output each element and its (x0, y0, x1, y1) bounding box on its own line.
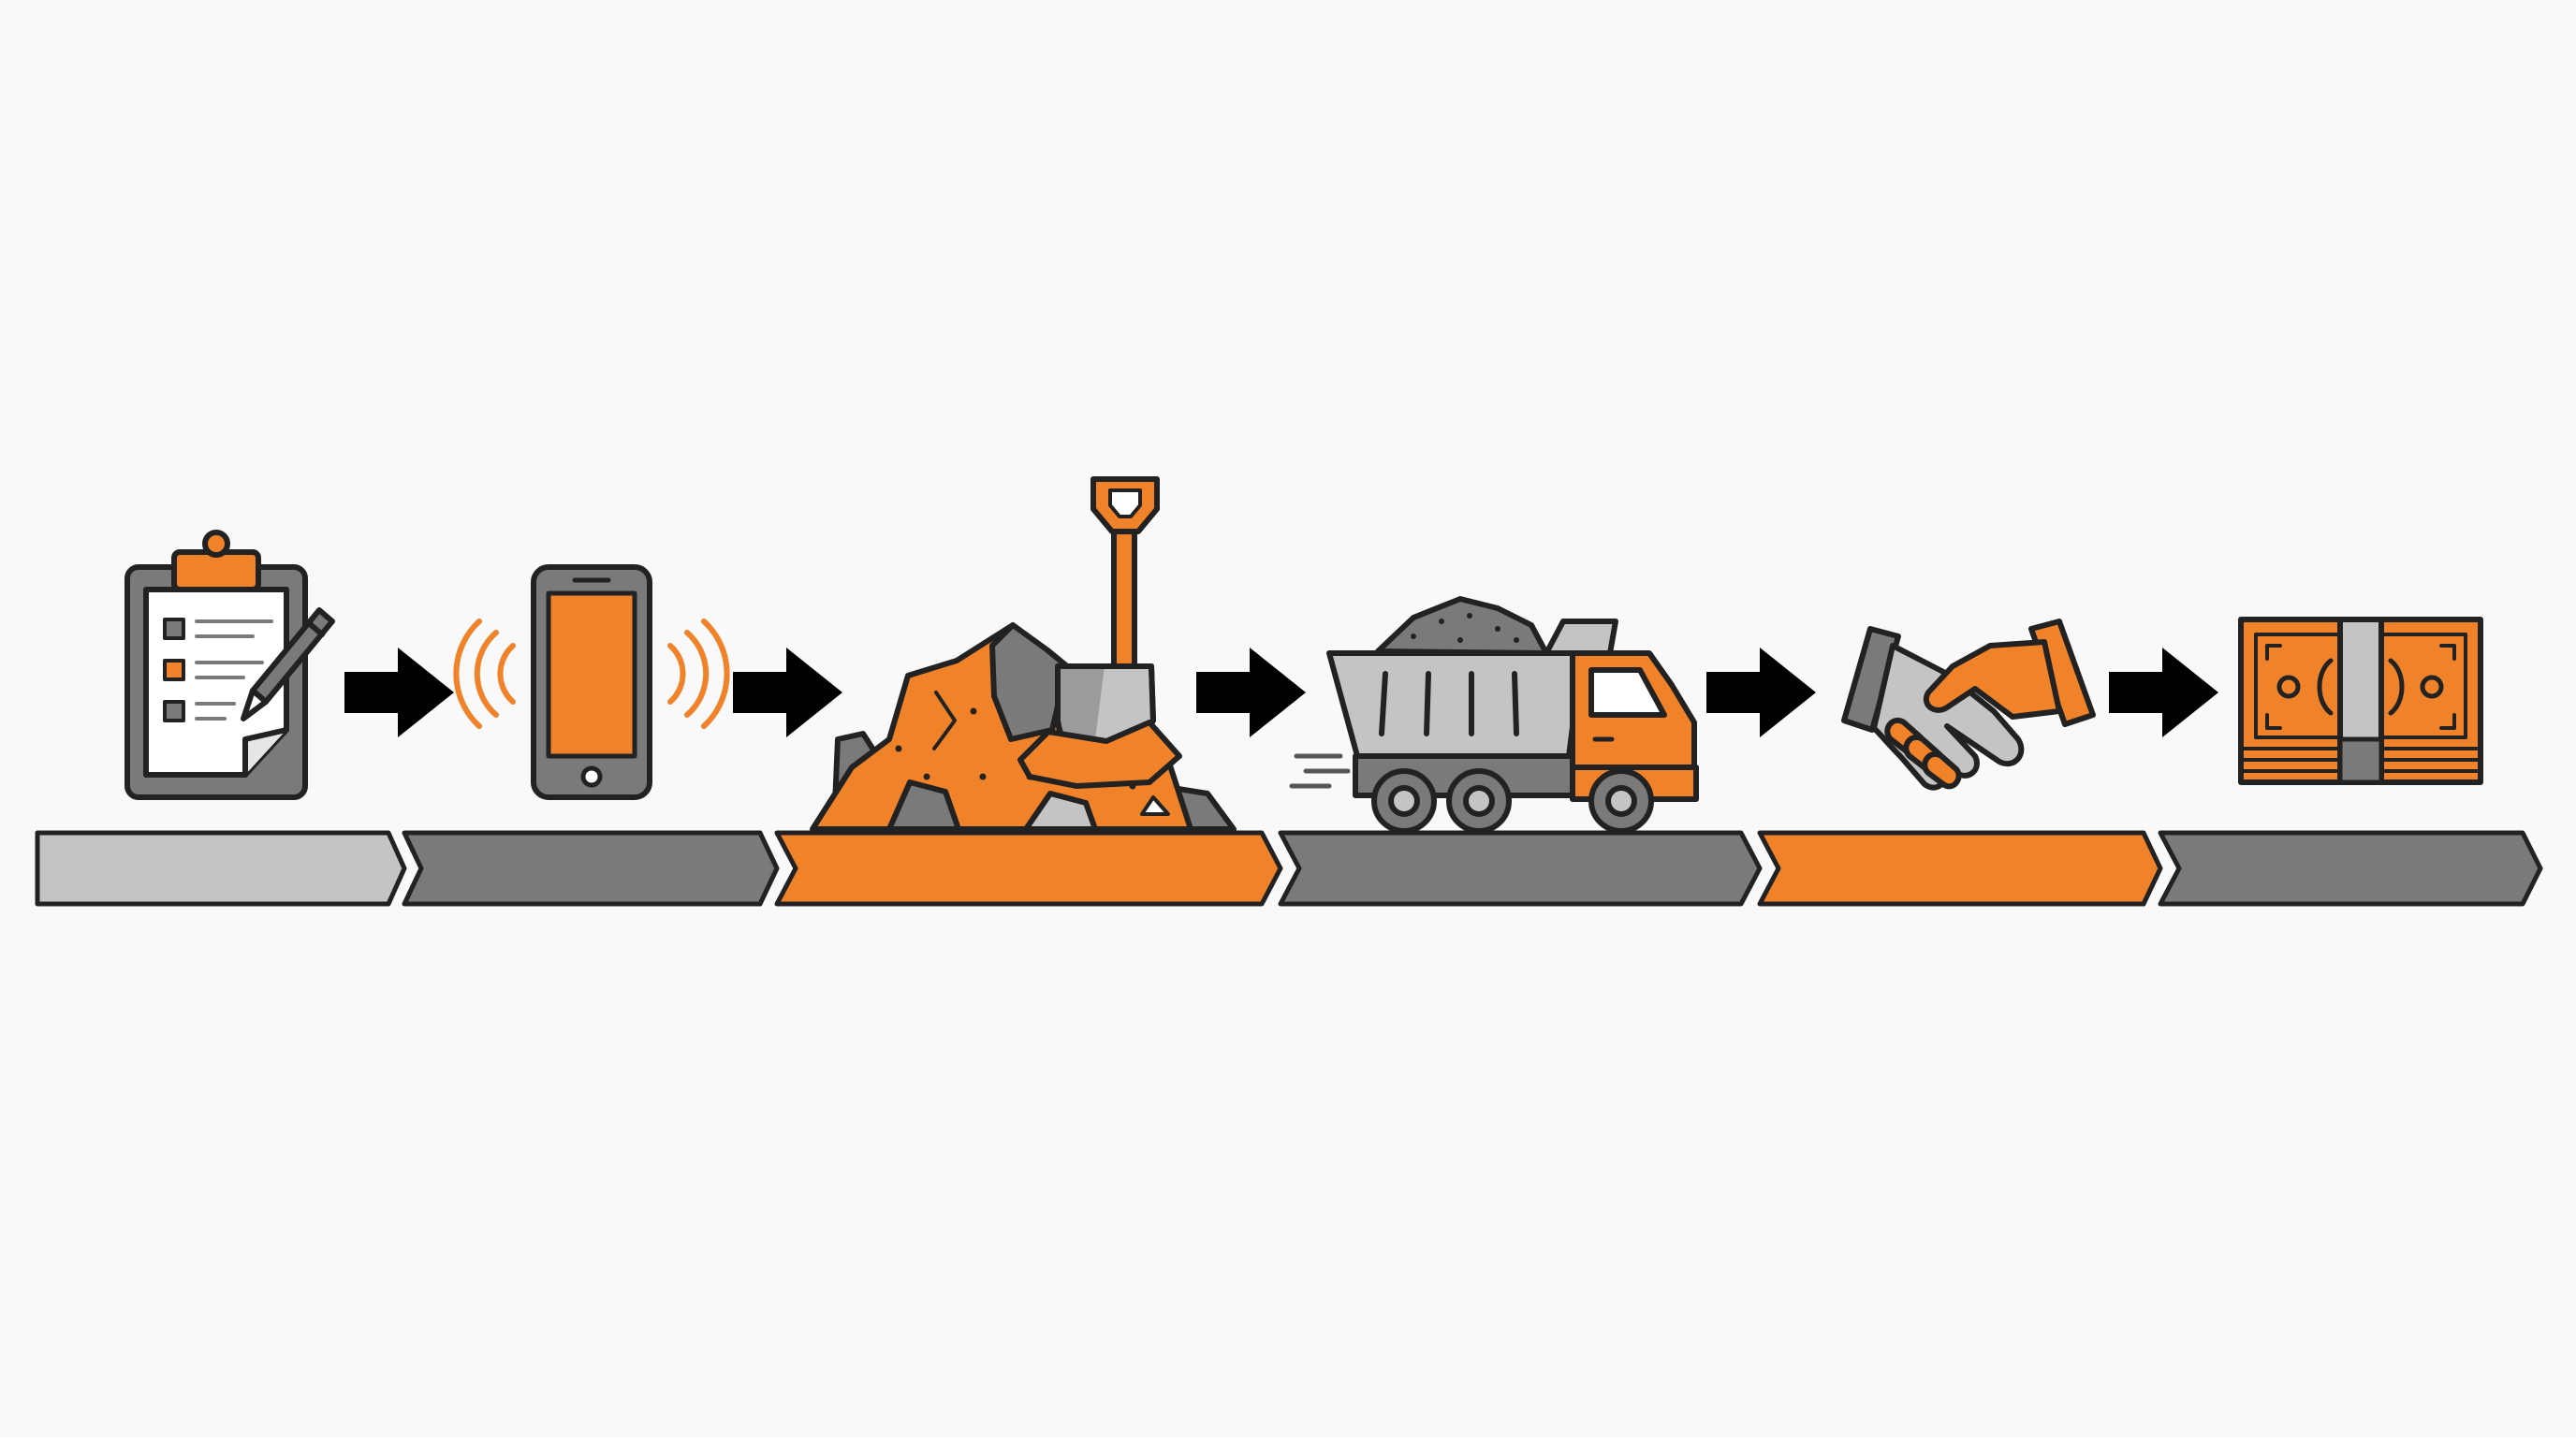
right-arrow-icon (2109, 648, 2218, 737)
step-bar-1 (35, 830, 407, 907)
step-bar-2 (402, 830, 780, 907)
clipboard-checklist-icon (124, 530, 335, 800)
step-bar-3 (774, 830, 1283, 907)
connector-arrows (344, 648, 2218, 737)
money-stack-icon (2238, 617, 2483, 785)
dump-truck-icon (1289, 596, 1699, 834)
step-bar-4 (1278, 830, 1763, 907)
vibrating-phone-icon (453, 564, 730, 800)
step-bar-6 (2158, 830, 2543, 907)
right-arrow-icon (344, 648, 454, 737)
step-bar-5 (1757, 830, 2163, 907)
right-arrow-icon (733, 648, 842, 737)
right-arrow-icon (1706, 648, 1816, 737)
step-bars (35, 830, 2543, 907)
right-arrow-icon (1196, 648, 1306, 737)
handshake-icon (1841, 619, 2096, 791)
dirt-pile-shovel-icon (810, 476, 1237, 832)
